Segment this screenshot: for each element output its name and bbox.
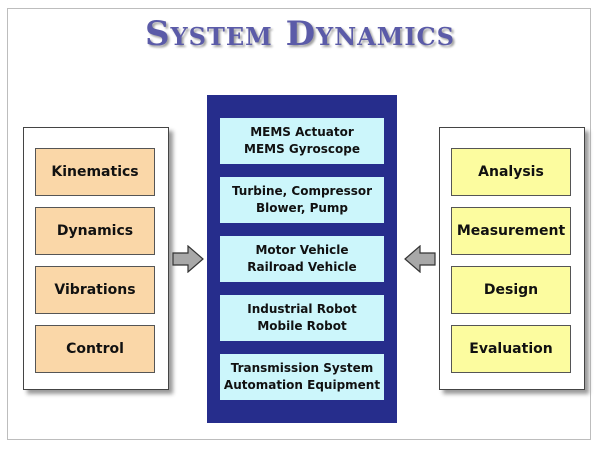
left-item-kinematics: Kinematics xyxy=(35,148,155,196)
center-item-line1: MEMS Actuator xyxy=(250,125,354,139)
right-item-design: Design xyxy=(451,266,571,314)
center-item-vehicle: Motor Vehicle Railroad Vehicle xyxy=(220,236,384,282)
right-panel: Analysis Measurement Design Evaluation xyxy=(439,127,585,390)
center-item-line1: Industrial Robot xyxy=(247,302,357,316)
center-item-line2: MEMS Gyroscope xyxy=(244,142,360,156)
page-title: System Dynamics xyxy=(145,14,455,54)
left-item-dynamics: Dynamics xyxy=(35,207,155,255)
left-item-vibrations: Vibrations xyxy=(35,266,155,314)
center-item-line2: Mobile Robot xyxy=(257,319,347,333)
right-item-analysis: Analysis xyxy=(451,148,571,196)
center-item-line2: Railroad Vehicle xyxy=(247,260,357,274)
center-item-line2: Blower, Pump xyxy=(255,201,349,215)
center-item-robot: Industrial Robot Mobile Robot xyxy=(220,295,384,341)
left-panel: Kinematics Dynamics Vibrations Control xyxy=(23,127,169,390)
slide-frame xyxy=(7,8,591,440)
arrow-right-icon xyxy=(172,245,204,273)
center-item-mems: MEMS Actuator MEMS Gyroscope xyxy=(220,118,384,164)
center-panel: MEMS Actuator MEMS Gyroscope Turbine, Co… xyxy=(207,95,397,423)
right-item-measurement: Measurement xyxy=(451,207,571,255)
arrow-left-icon xyxy=(404,245,436,273)
center-item-line1: Motor Vehicle xyxy=(255,243,349,257)
left-item-control: Control xyxy=(35,325,155,373)
right-item-evaluation: Evaluation xyxy=(451,325,571,373)
center-item-line1: Transmission System xyxy=(230,361,374,375)
center-item-transmission: Transmission System Automation Equipment xyxy=(220,354,384,400)
center-item-line2: Automation Equipment xyxy=(223,378,381,392)
center-item-turbine: Turbine, Compressor Blower, Pump xyxy=(220,177,384,223)
center-item-line1: Turbine, Compressor xyxy=(231,184,373,198)
